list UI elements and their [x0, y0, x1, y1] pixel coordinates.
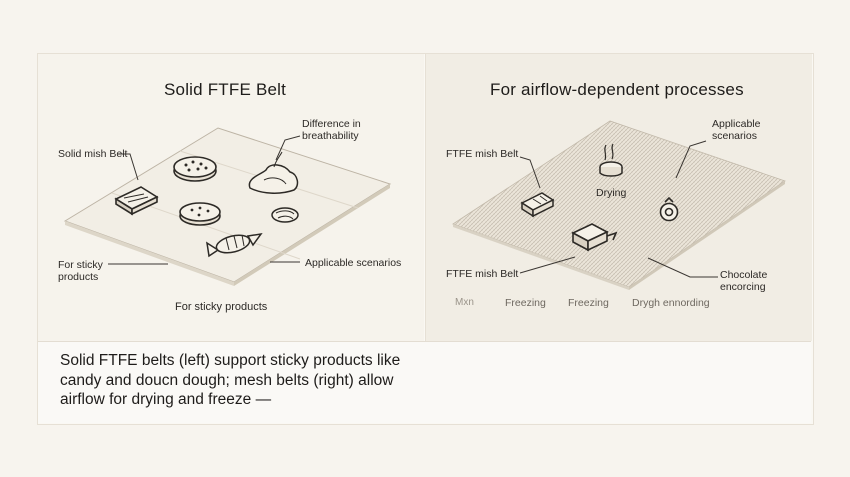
biscuit-icon — [179, 202, 221, 226]
label-solid-mish-belt: Solid mish Belt — [58, 148, 128, 160]
dough-icon — [248, 151, 299, 194]
left-panel-title: Solid FTFE Belt — [164, 80, 287, 99]
label-applicable-scenarios-left: Applicable scenarios — [305, 257, 402, 269]
drying-bowl-icon — [599, 143, 623, 177]
label-drying: Drying — [596, 187, 627, 199]
solid-belt — [63, 127, 392, 286]
chocolate-bar-icon — [114, 186, 159, 216]
label-ftfe-mish-belt-top: FTFE mish Belt — [446, 148, 519, 160]
right-leader-lines — [519, 140, 718, 278]
label-chocolate-encorcing: Chocolate encorcing — [720, 269, 768, 293]
bottom-row-item-1: Mxn — [455, 297, 474, 308]
label-ftfe-mish-belt-bottom: FTFE mish Belt — [446, 268, 519, 280]
ring-icon — [659, 196, 679, 222]
label-for-sticky-products-side: For sticky products — [58, 259, 103, 283]
label-applicable-scenarios-right: Applicable scenarios — [712, 118, 761, 142]
figure-caption: Solid FTFE belts (left) support sticky p… — [60, 352, 401, 408]
chocolate-block-icon — [571, 223, 618, 252]
mesh-product-bar-icon — [520, 192, 555, 218]
bottom-row-item-2: Freezing — [505, 297, 546, 309]
candy-icon — [206, 232, 263, 258]
bottom-row-item-4: Drygh ennording — [632, 297, 710, 309]
left-leader-lines — [108, 135, 301, 265]
bottom-row-item-3: Freezing — [568, 297, 609, 309]
cookie-icon — [173, 156, 217, 182]
right-panel-title: For airflow-dependent processes — [490, 80, 744, 99]
label-for-sticky-products-bottom: For sticky products — [175, 301, 268, 313]
caption-area — [38, 341, 811, 423]
mesh-belt — [452, 120, 786, 290]
roll-icon — [271, 207, 299, 223]
label-difference-in-breathability: Difference in breathability — [302, 118, 361, 142]
